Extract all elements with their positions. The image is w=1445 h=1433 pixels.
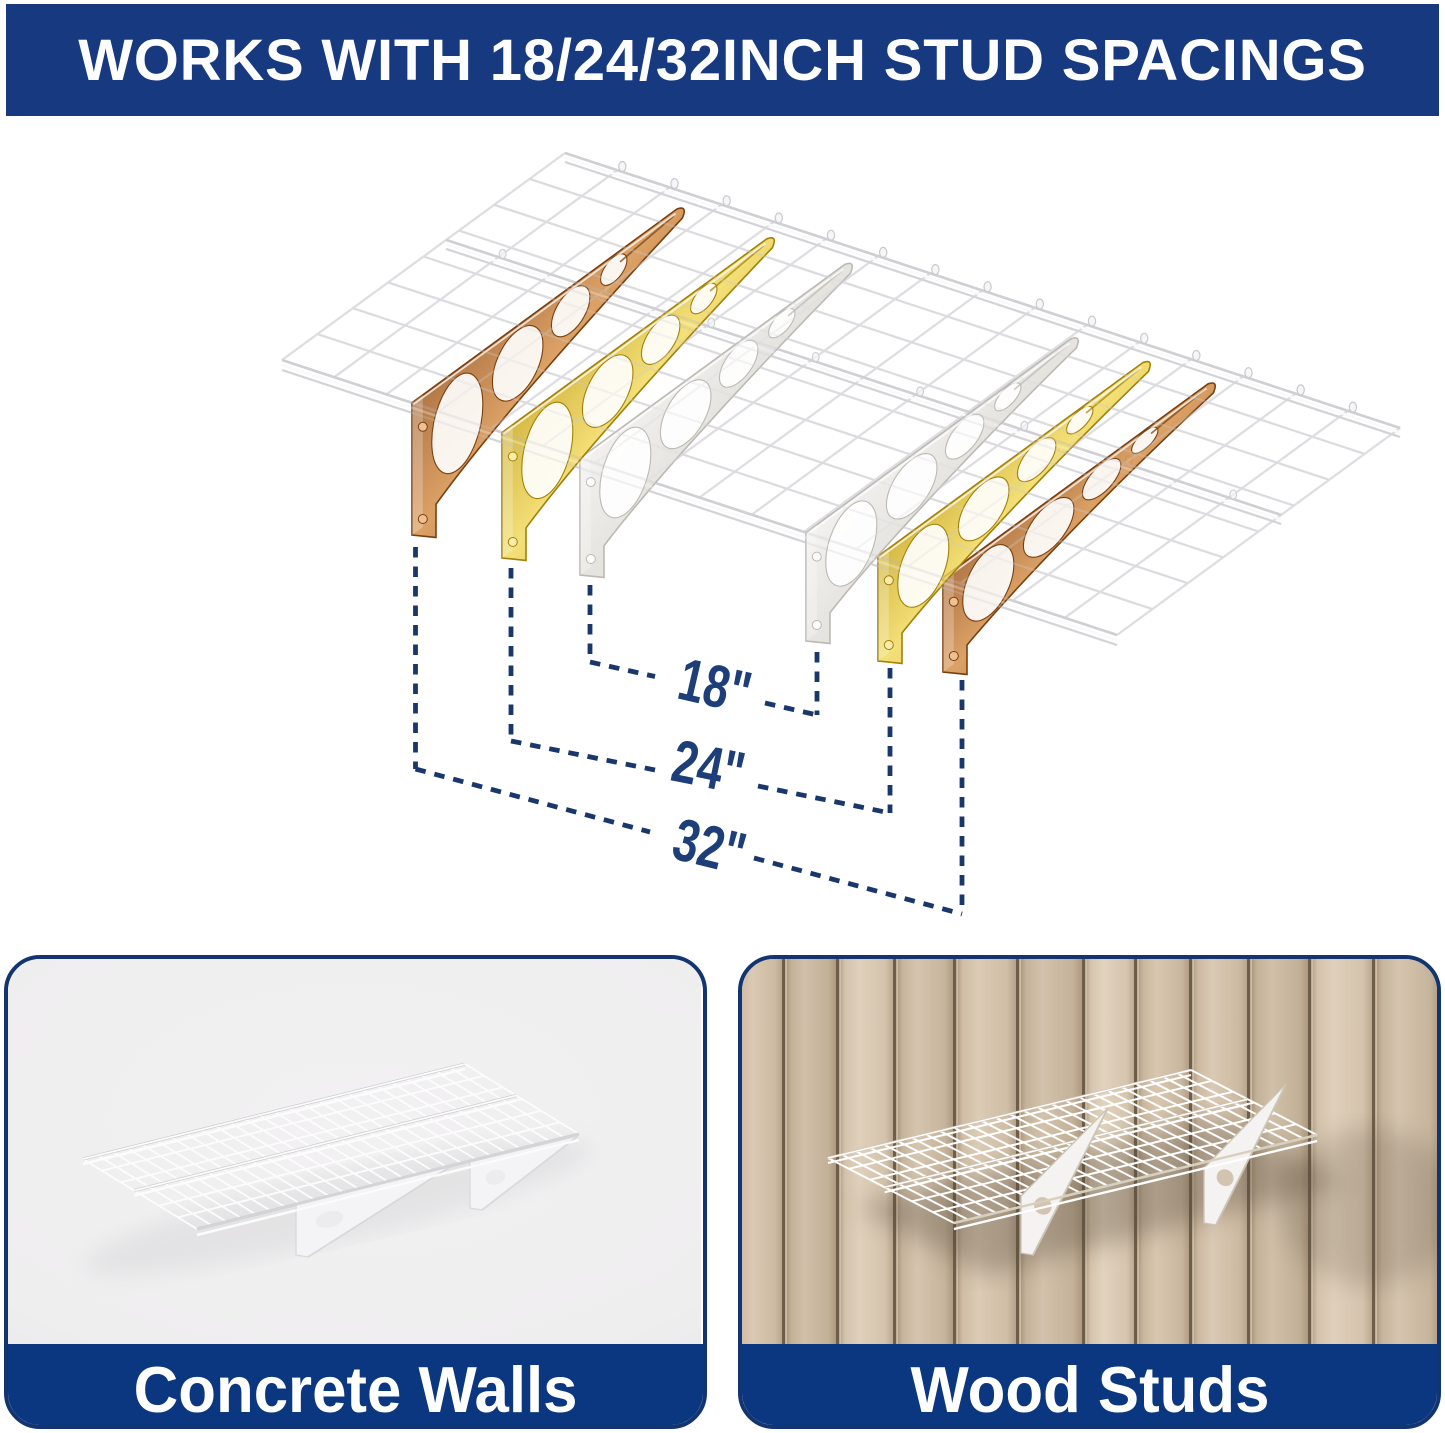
svg-text:24": 24" (667, 727, 751, 807)
svg-text:32": 32" (666, 805, 752, 887)
svg-text:18": 18" (672, 645, 757, 726)
